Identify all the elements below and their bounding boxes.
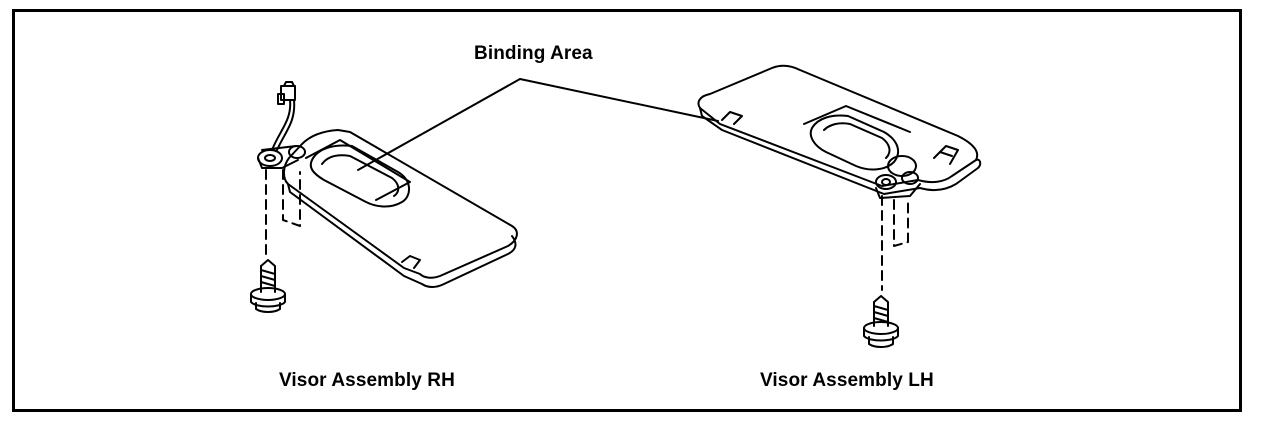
binding-area-label: Binding Area [474,43,593,64]
binding-area-leaders [357,78,719,171]
rh-alignment-lines [265,169,301,259]
screw-rh [250,259,286,313]
screw-lh [863,295,899,348]
visor-rh-label: Visor Assembly RH [279,370,455,391]
diagram-frame [12,9,1242,412]
visor-rh [257,81,518,288]
visor-lh [697,64,982,199]
lh-alignment-lines [881,195,909,291]
visor-lh-label: Visor Assembly LH [760,370,934,391]
